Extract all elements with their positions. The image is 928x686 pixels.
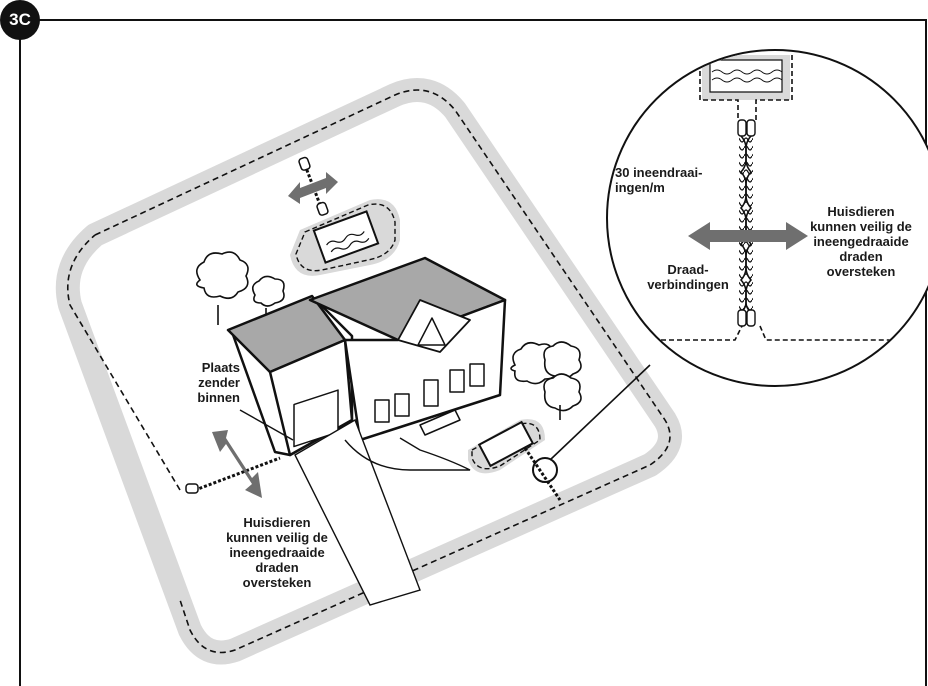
boundary-wire-inner	[67, 234, 181, 491]
right-pool	[468, 419, 545, 474]
top-cross-arrow	[288, 172, 338, 204]
left-joint	[185, 483, 199, 494]
pets-cross-right-label: Huisdieren kunnen veilig de ineengedraai…	[810, 204, 912, 279]
figure-frame	[19, 19, 927, 686]
wire-joints-label: Draad- verbindingen	[647, 262, 729, 292]
transmitter-leader	[239, 409, 294, 441]
zoom-leader	[549, 364, 651, 461]
trees-right	[510, 341, 582, 420]
pets-cross-left-label: Huisdieren kunnen veilig de ineengedraai…	[226, 515, 328, 590]
zoom-source-circle	[532, 457, 558, 483]
transmitter-label: Plaats zender binnen	[197, 360, 240, 405]
right-twisted-wire	[523, 447, 562, 501]
left-twisted-wire	[189, 456, 281, 494]
twists-label: 30 ineendraai- ingen/m	[615, 165, 703, 195]
figure-badge: 3C	[0, 0, 40, 40]
top-twisted-wire	[303, 164, 324, 211]
top-joint-1	[298, 156, 311, 171]
top-joint-2	[316, 201, 329, 216]
boundary-wire	[94, 89, 671, 654]
top-pool	[290, 199, 400, 276]
zoom-cross-arrow	[688, 222, 808, 250]
house	[226, 256, 507, 457]
driveway	[294, 418, 421, 606]
left-cross-arrow	[212, 430, 262, 498]
walkway	[344, 437, 471, 471]
